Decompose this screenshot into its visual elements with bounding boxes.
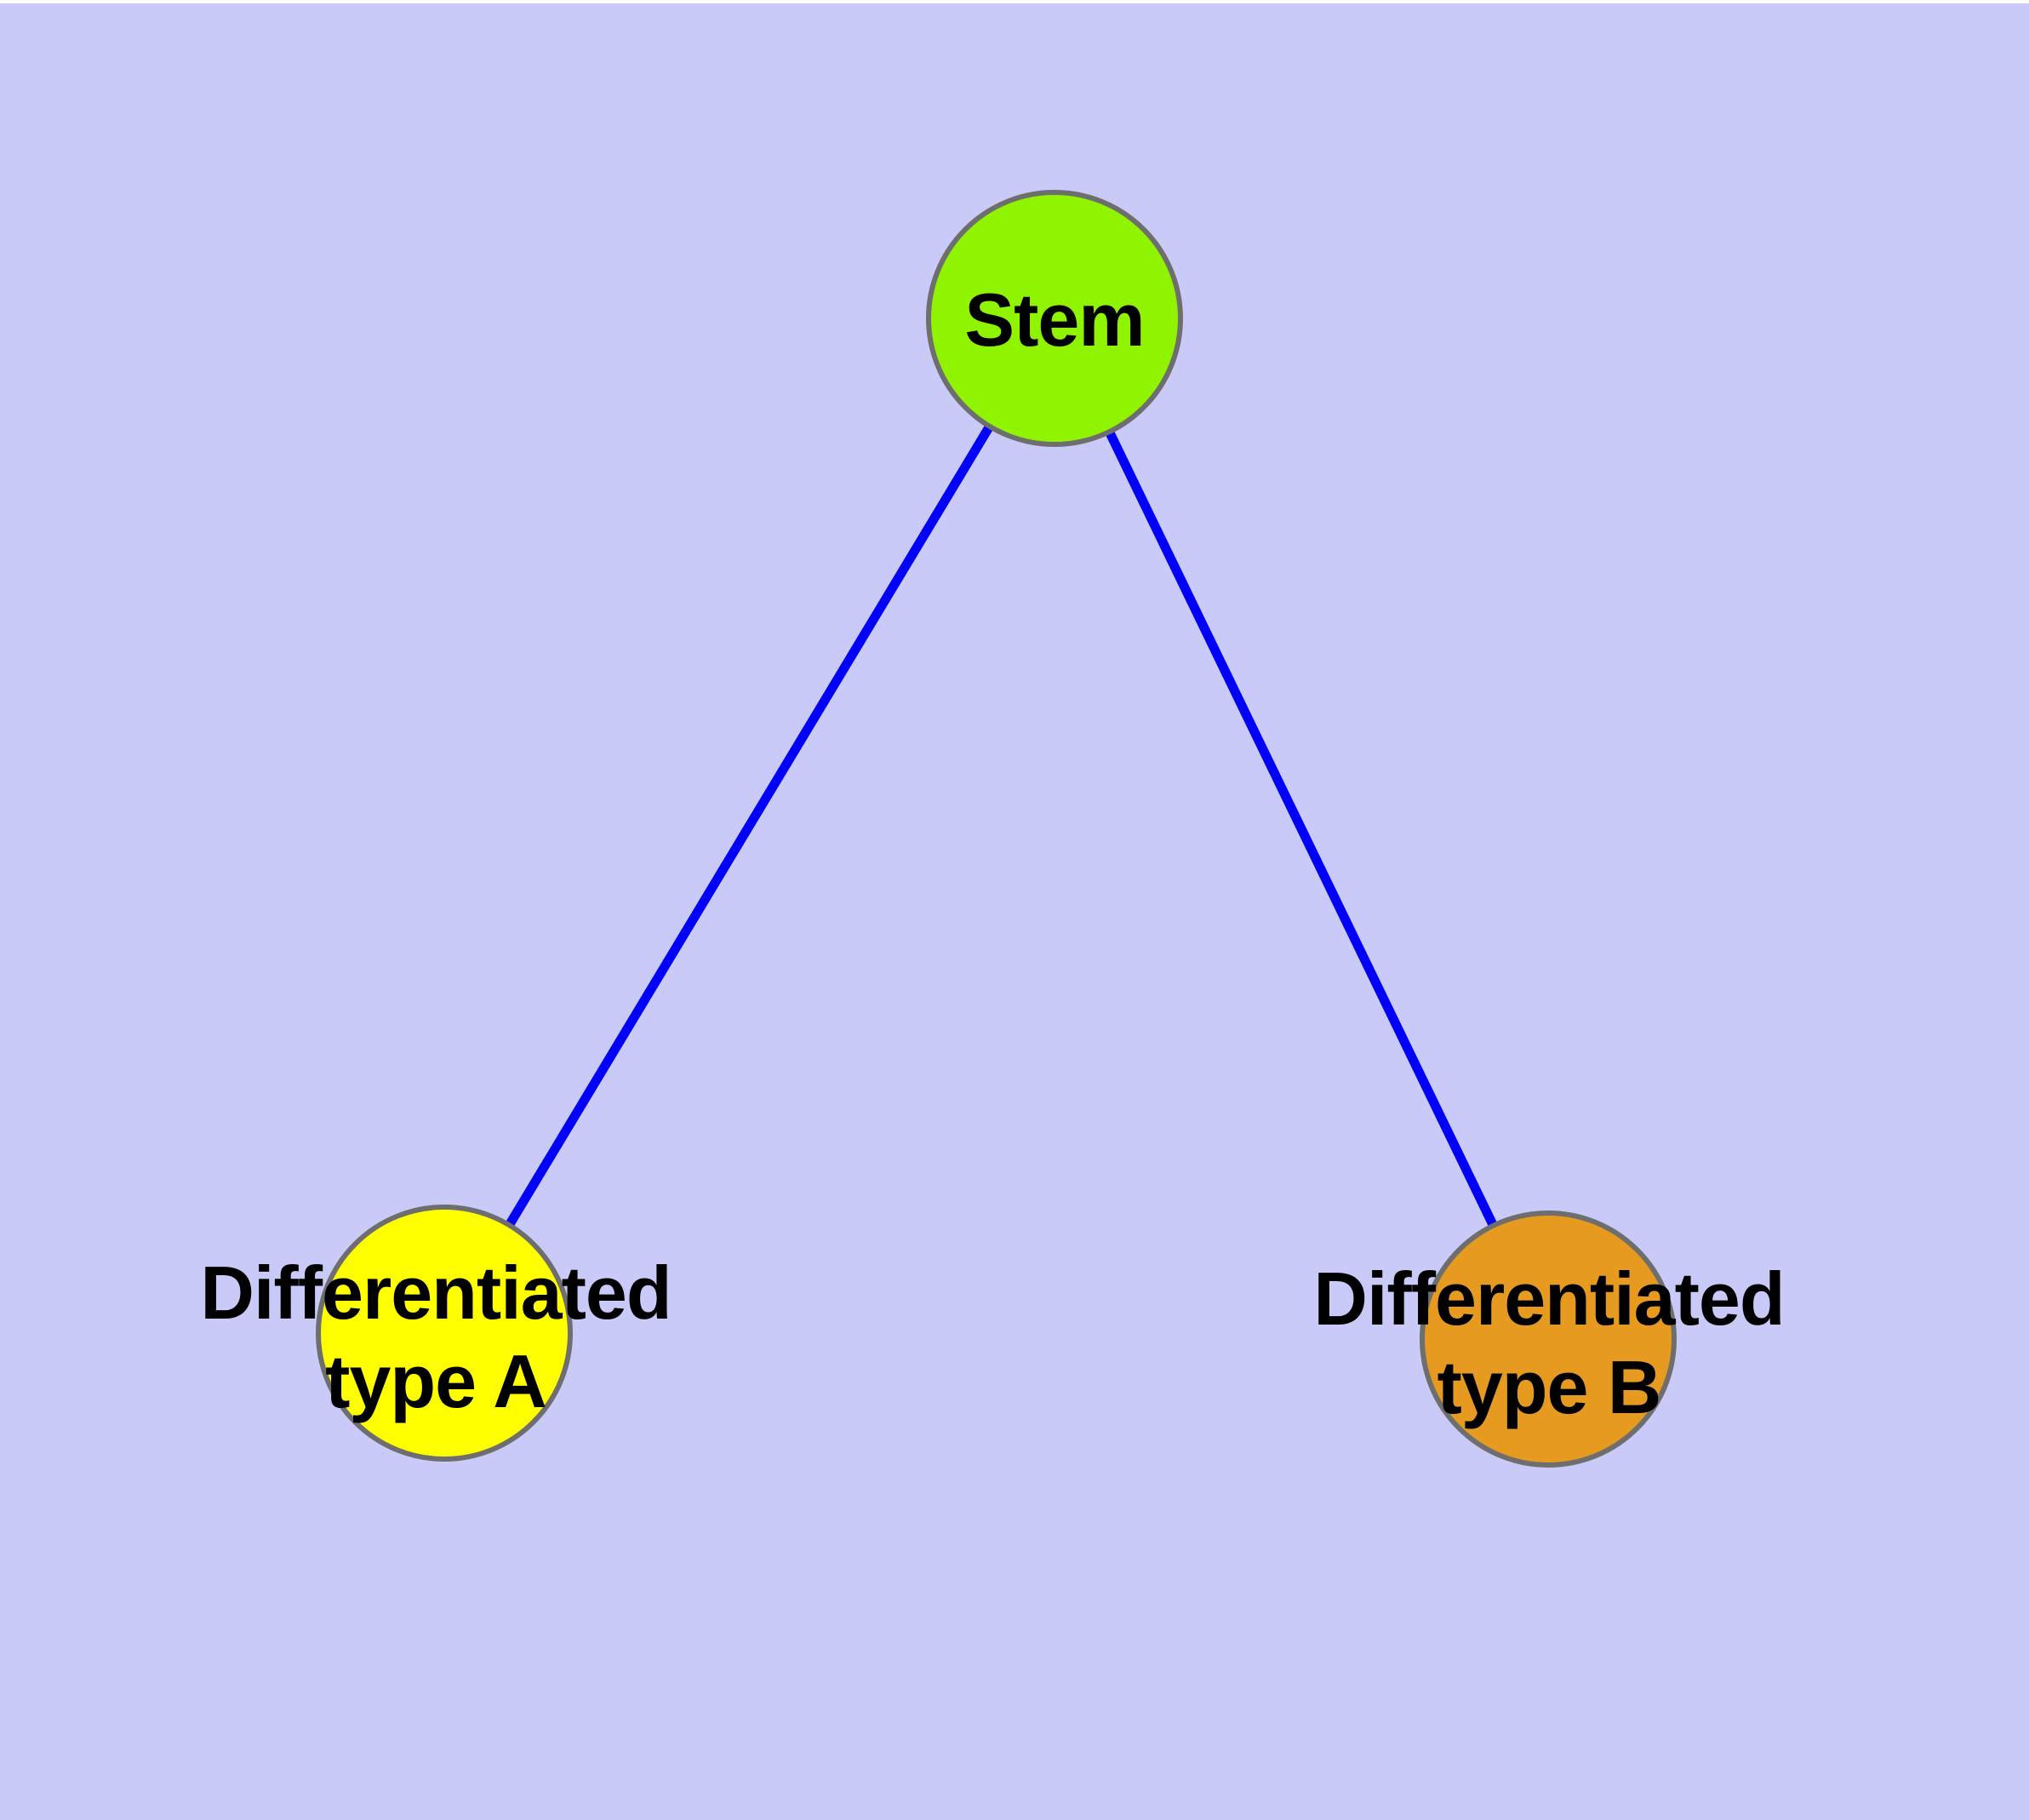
diagram-canvas: Stem Differentiated type A Differentiate… bbox=[0, 3, 2029, 1820]
node-differentiated-type-b bbox=[1420, 1210, 1677, 1468]
edge-stem-to-type-b bbox=[1050, 316, 1552, 1342]
edge-stem-to-type-a bbox=[440, 316, 1059, 1336]
node-stem bbox=[926, 190, 1183, 447]
node-stem-label: Stem bbox=[964, 278, 1145, 362]
edges-layer bbox=[440, 316, 1552, 1342]
node-differentiated-type-b-label: Differentiated type B bbox=[1313, 1256, 1785, 1429]
node-differentiated-type-a-label: Differentiated type A bbox=[200, 1251, 672, 1423]
node-differentiated-type-a bbox=[316, 1205, 573, 1462]
